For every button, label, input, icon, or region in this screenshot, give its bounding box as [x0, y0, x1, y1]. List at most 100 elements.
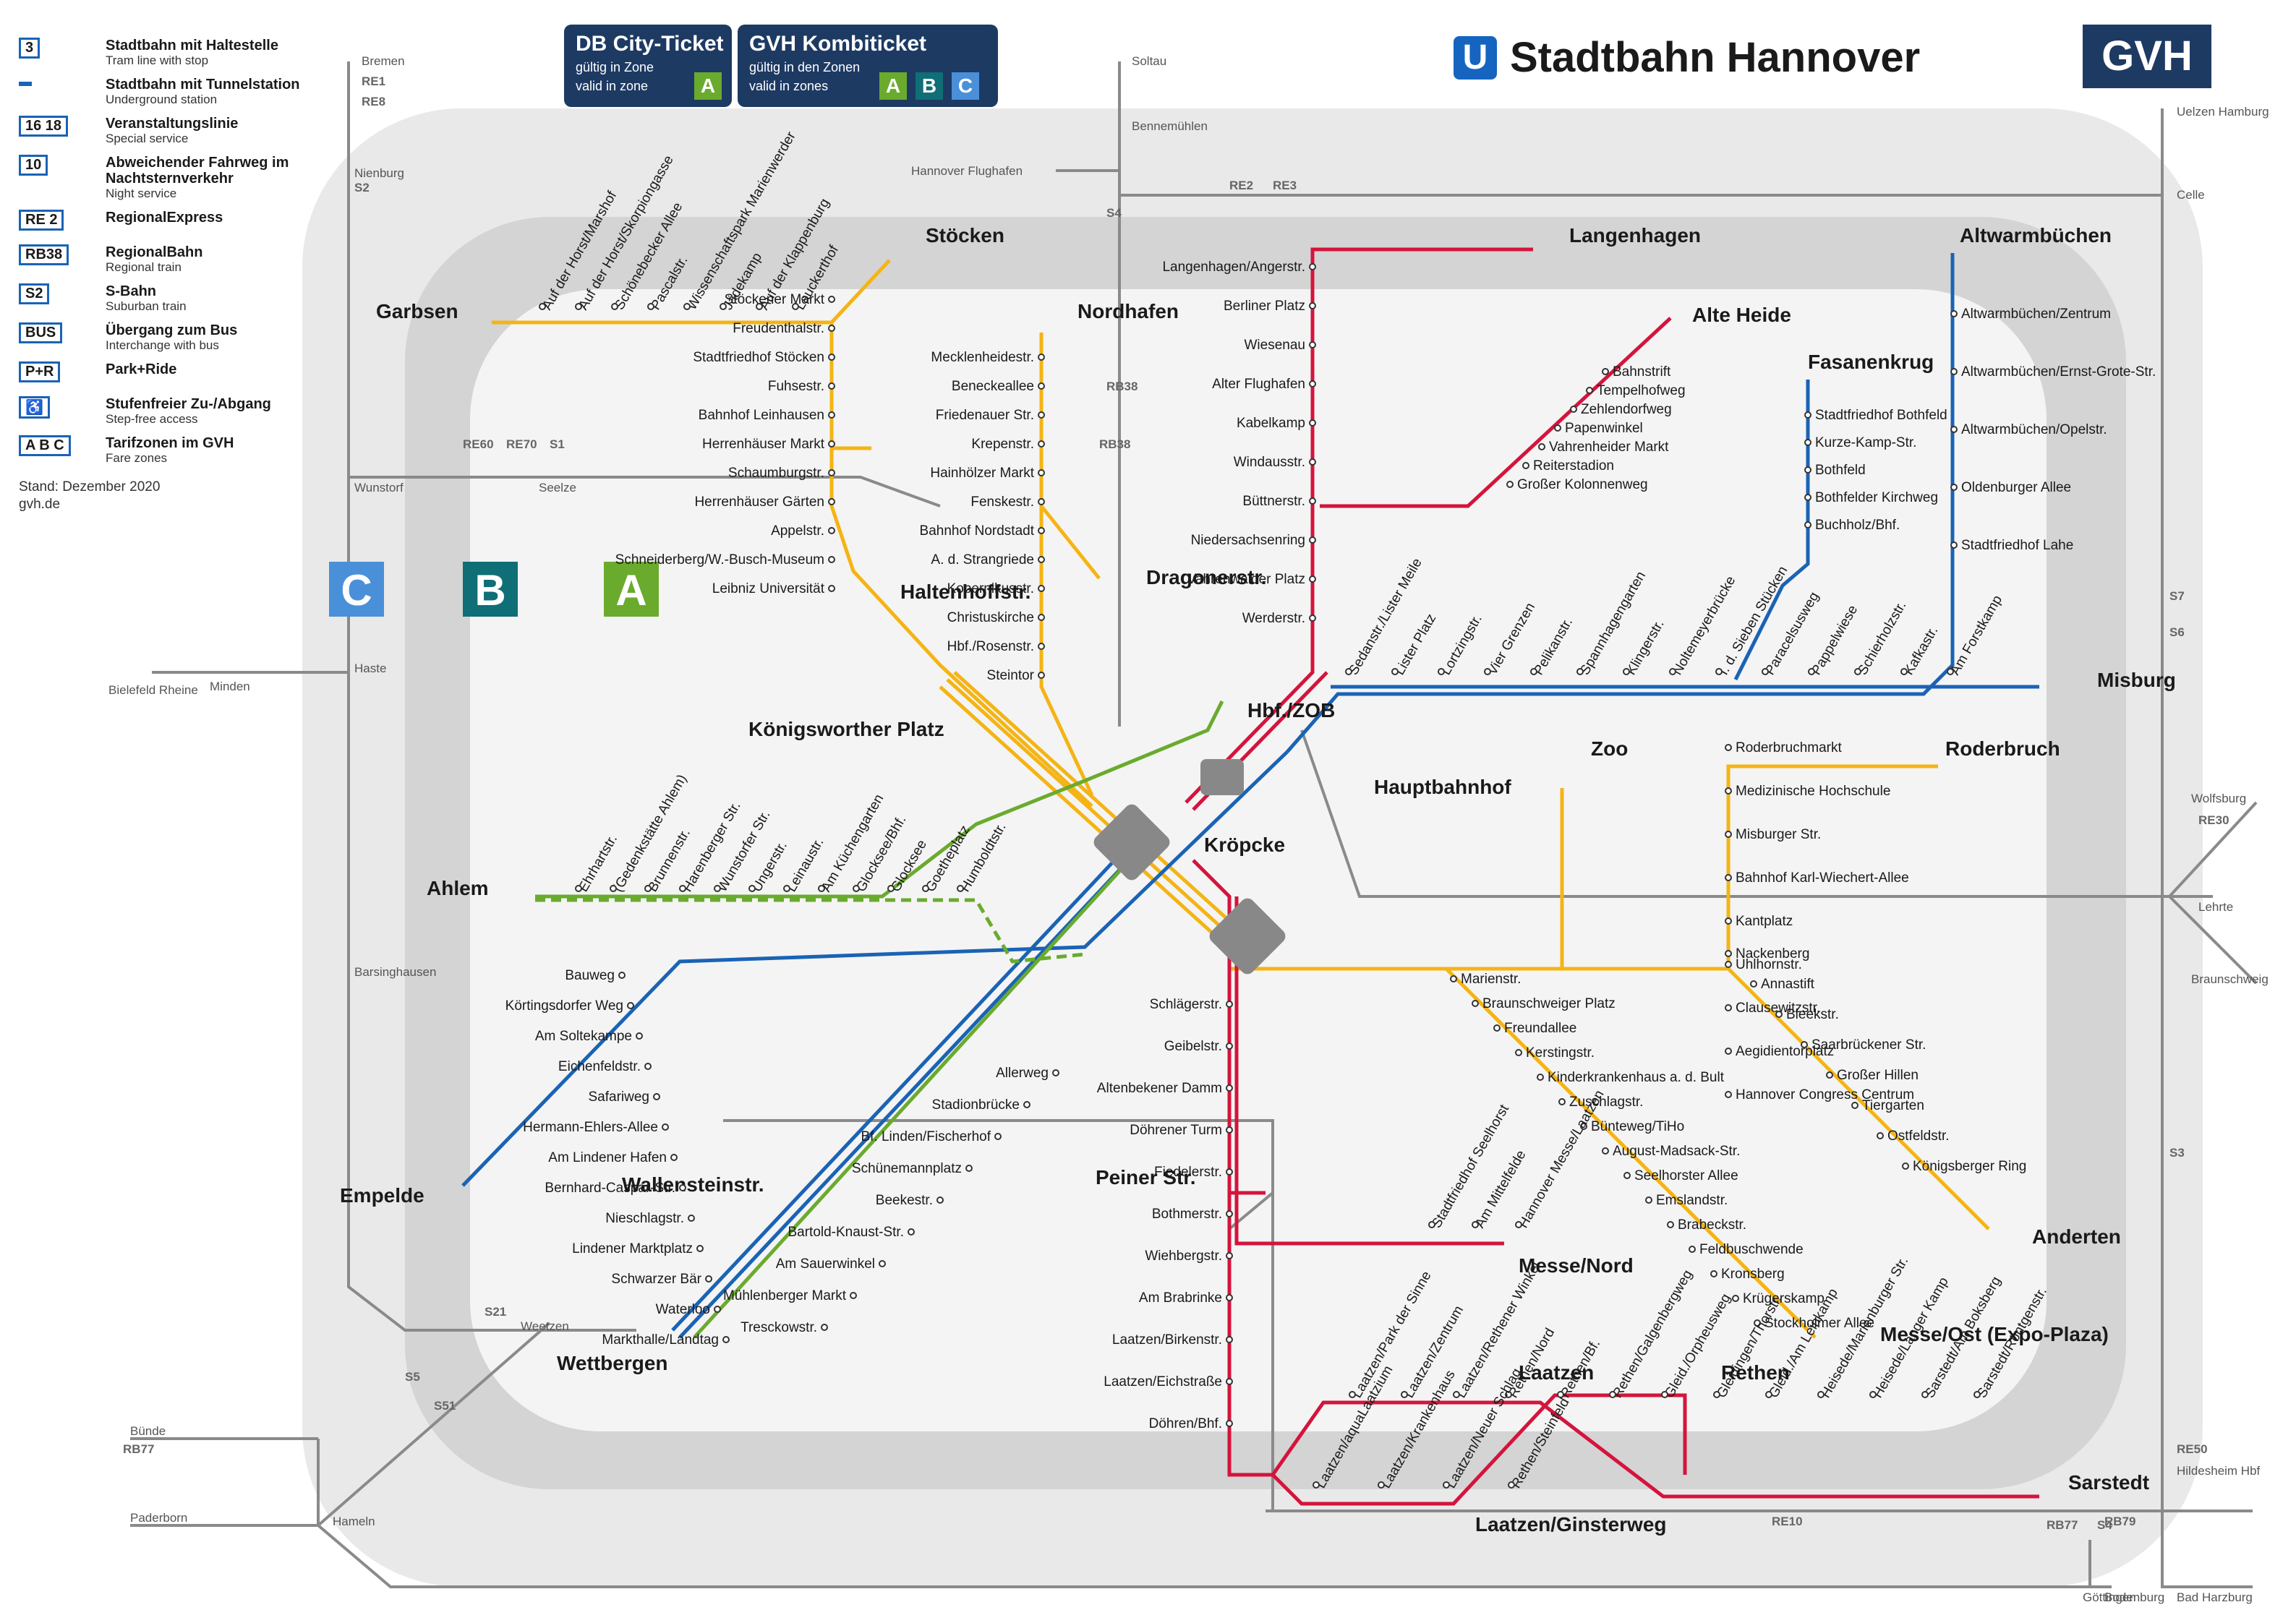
station-dot[interactable]	[1538, 443, 1545, 450]
station-dot[interactable]	[879, 1260, 886, 1267]
terminus-laatzen[interactable]: Laatzen	[1519, 1361, 1594, 1384]
station-label[interactable]: Kopernikusstr.	[947, 581, 1034, 596]
station-label[interactable]: Kinderkrankenhaus a. d. Bult	[1548, 1070, 1725, 1085]
station-label[interactable]: Langenhagen/Angerstr.	[1162, 260, 1305, 275]
terminus-fasanenkrug[interactable]: Fasanenkrug	[1808, 351, 1934, 373]
station-dot[interactable]	[1345, 668, 1352, 675]
station-dot[interactable]	[1804, 411, 1811, 419]
station-dot[interactable]	[1713, 1391, 1720, 1398]
station-dot[interactable]	[575, 303, 582, 310]
terminus-wettbergen[interactable]: Wettbergen	[557, 1352, 668, 1374]
station-dot[interactable]	[670, 1154, 678, 1161]
station-label[interactable]: Beekestr.	[876, 1193, 933, 1208]
station-label[interactable]: Windausstr.	[1234, 455, 1305, 470]
station-dot[interactable]	[1576, 668, 1584, 675]
station-dot[interactable]	[828, 469, 835, 476]
terminus-langenhagen[interactable]: Langenhagen	[1569, 224, 1701, 247]
station-dot[interactable]	[1453, 1391, 1460, 1398]
station-dot[interactable]	[1038, 672, 1045, 679]
station-dot[interactable]	[1710, 1270, 1717, 1277]
station-label[interactable]: Döhrener Turm	[1130, 1123, 1222, 1138]
station-label[interactable]: Vahrenwalder Platz	[1187, 572, 1305, 587]
station-dot[interactable]	[1725, 961, 1732, 968]
station-dot[interactable]	[1530, 668, 1537, 675]
station-dot[interactable]	[1226, 1001, 1233, 1008]
station-label[interactable]: Herrenhäuser Gärten	[694, 494, 824, 510]
station-dot[interactable]	[1391, 668, 1399, 675]
station-label[interactable]: Büttnerstr.	[1242, 494, 1305, 509]
station-dot[interactable]	[1349, 1391, 1356, 1398]
station-label[interactable]: Kurze-Kamp-Str.	[1815, 435, 1916, 450]
terminus-messeost[interactable]: Messe/Ost (Expo-Plaza)	[1880, 1323, 2109, 1345]
station-dot[interactable]	[1826, 1071, 1833, 1079]
station-label[interactable]: Appelstr.	[771, 523, 824, 539]
terminus-wallensteinstr[interactable]: Wallensteinstr.	[622, 1173, 764, 1196]
station-label[interactable]: Altwarmbüchen/Zentrum	[1961, 307, 2111, 322]
station-label[interactable]: Braunschweiger Platz	[1482, 996, 1616, 1011]
station-dot[interactable]	[1609, 1391, 1616, 1398]
station-dot[interactable]	[1484, 668, 1491, 675]
station-dot[interactable]	[1226, 1168, 1233, 1176]
station-dot[interactable]	[1804, 439, 1811, 446]
station-label[interactable]: Bahnhof Leinhausen	[699, 408, 824, 423]
terminus-nordhafen[interactable]: Nordhafen	[1077, 300, 1179, 322]
station-dot[interactable]	[618, 972, 626, 979]
station-dot[interactable]	[1762, 668, 1769, 675]
station-dot[interactable]	[828, 498, 835, 505]
station-dot[interactable]	[965, 1165, 973, 1172]
station-dot[interactable]	[1309, 497, 1316, 505]
station-label[interactable]: Hermann-Ehlers-Allee	[523, 1120, 658, 1135]
station-dot[interactable]	[636, 1032, 643, 1040]
station-dot[interactable]	[828, 296, 835, 303]
station-label[interactable]: Stockholmer Allee	[1764, 1316, 1874, 1331]
station-dot[interactable]	[828, 585, 835, 592]
station-label[interactable]: Fenskestr.	[970, 494, 1034, 510]
terminus-stoecken[interactable]: Stöcken	[926, 224, 1004, 247]
station-dot[interactable]	[1472, 1000, 1479, 1007]
station-label[interactable]: Bahnhof Karl-Wiechert-Allee	[1736, 870, 1909, 886]
station-dot[interactable]	[1801, 1041, 1808, 1048]
station-dot[interactable]	[1557, 1391, 1564, 1398]
station-label[interactable]: Stadtfriedhof Lahe	[1961, 538, 2073, 553]
station-dot[interactable]	[1570, 406, 1577, 413]
station-dot[interactable]	[1537, 1074, 1544, 1081]
station-label[interactable]: Schlägerstr.	[1150, 997, 1222, 1012]
station-dot[interactable]	[1947, 668, 1954, 675]
station-label[interactable]: Altwarmbüchen/Opelstr.	[1961, 422, 2107, 437]
station-dot[interactable]	[1052, 1069, 1059, 1076]
station-dot[interactable]	[1667, 1221, 1674, 1228]
station-label[interactable]: Uhlhornstr.	[1736, 957, 1802, 972]
station-dot[interactable]	[1038, 643, 1045, 650]
station-dot[interactable]	[1443, 1481, 1450, 1489]
station-dot[interactable]	[1817, 1391, 1825, 1398]
station-label[interactable]: Am Soltekampe	[535, 1029, 632, 1044]
station-dot[interactable]	[1661, 1391, 1668, 1398]
station-dot[interactable]	[1226, 1252, 1233, 1259]
station-dot[interactable]	[1725, 744, 1732, 751]
terminus-ginsterweg[interactable]: Laatzen/Ginsterweg	[1475, 1513, 1667, 1536]
station-label[interactable]: Bauweg	[565, 968, 615, 983]
station-label[interactable]: Bf. Linden/Fischerhof	[861, 1129, 991, 1144]
station-dot[interactable]	[1775, 1011, 1783, 1018]
station-label[interactable]: Herrenhäuser Markt	[702, 437, 825, 452]
terminus-empelde[interactable]: Empelde	[340, 1184, 424, 1207]
station-label[interactable]: Nackenberg	[1736, 946, 1809, 962]
station-dot[interactable]	[720, 303, 727, 310]
station-dot[interactable]	[1226, 1294, 1233, 1301]
station-label[interactable]: Nieschlagstr.	[605, 1211, 684, 1226]
station-dot[interactable]	[1869, 1391, 1877, 1398]
station-dot[interactable]	[722, 1336, 730, 1343]
station-dot[interactable]	[1950, 484, 1958, 491]
station-label[interactable]: Stadtfriedhof Stöcken	[693, 350, 824, 365]
station-dot[interactable]	[1506, 481, 1514, 488]
station-label[interactable]: Ostfeldstr.	[1887, 1129, 1950, 1144]
station-label[interactable]: Krügerskamp	[1743, 1291, 1825, 1306]
station-dot[interactable]	[1023, 1101, 1030, 1108]
station-label[interactable]: Altenbekener Damm	[1097, 1081, 1222, 1096]
station-label[interactable]: Freudenthalstr.	[733, 321, 824, 336]
station-dot[interactable]	[1715, 668, 1723, 675]
station-label[interactable]: Lindener Marktplatz	[572, 1241, 693, 1256]
station-dot[interactable]	[1804, 466, 1811, 474]
station-dot[interactable]	[1854, 668, 1861, 675]
station-label[interactable]: Allerweg	[996, 1066, 1049, 1081]
